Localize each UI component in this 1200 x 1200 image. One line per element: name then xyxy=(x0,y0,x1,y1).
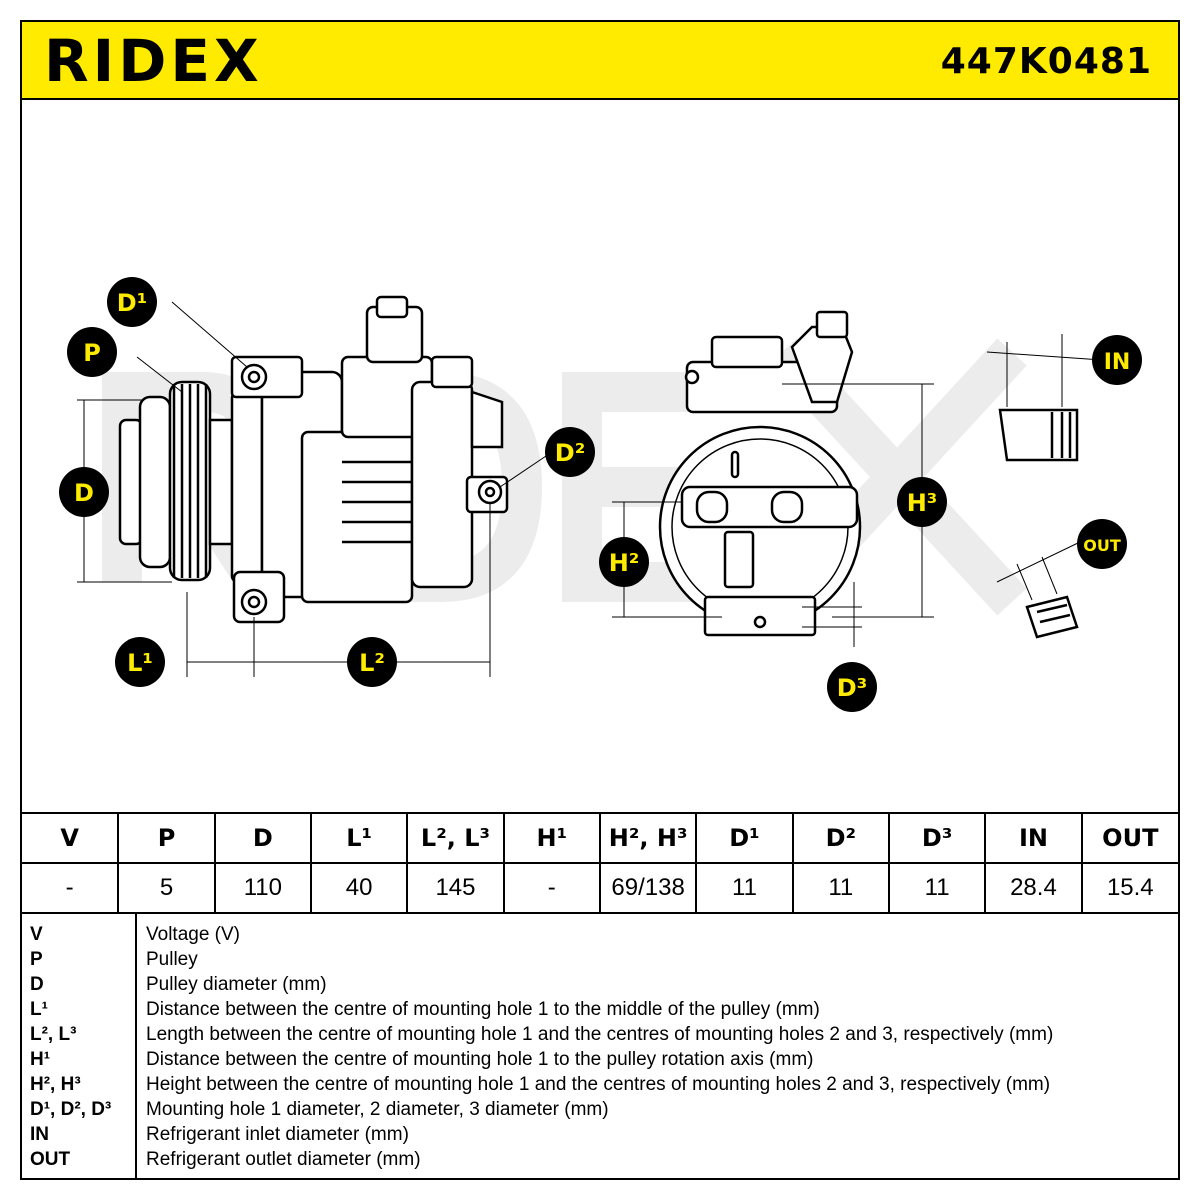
callout-D1: D¹ xyxy=(107,277,157,327)
legend-desc: Voltage (V) xyxy=(146,924,240,945)
legend-key: H¹ xyxy=(30,1049,51,1070)
svg-text:D²: D² xyxy=(555,439,585,467)
spec-header: D² xyxy=(791,812,890,864)
spec-value: 11 xyxy=(695,862,794,914)
datasheet-frame: RIDEX 447K0481 xyxy=(20,20,1180,1180)
callout-P: P xyxy=(67,327,117,377)
callout-H2: H² xyxy=(599,537,649,587)
spec-value: 110 xyxy=(213,862,312,914)
part-number: 447K0481 xyxy=(940,41,1152,82)
spec-header: P xyxy=(117,812,216,864)
legend-desc: Pulley diameter (mm) xyxy=(146,974,327,995)
legend-key: L¹ xyxy=(30,999,48,1020)
spec-value: 69/138 xyxy=(598,862,698,914)
legend-key: IN xyxy=(30,1124,49,1145)
svg-text:L¹: L¹ xyxy=(127,649,153,677)
svg-text:OUT: OUT xyxy=(1083,536,1121,555)
spec-header: IN xyxy=(984,812,1083,864)
legend-desc: Mounting hole 1 diameter, 2 diameter, 3 … xyxy=(146,1099,609,1120)
header-bar: RIDEX 447K0481 xyxy=(22,22,1178,100)
legend-row: L², L³ Length between the centre of moun… xyxy=(22,1022,1178,1047)
inlet-fitting xyxy=(998,408,1079,462)
legend-row: P Pulley xyxy=(22,947,1178,972)
svg-text:D¹: D¹ xyxy=(117,289,147,317)
legend-row: OUT Refrigerant outlet diameter (mm) xyxy=(22,1147,1178,1172)
legend-divider xyxy=(135,914,137,1178)
svg-text:H³: H³ xyxy=(907,489,938,517)
specs-table: V P D L¹ L², L³ H¹ H², H³ D¹ D² D³ IN OU… xyxy=(22,812,1178,914)
legend-desc: Refrigerant inlet diameter (mm) xyxy=(146,1124,409,1145)
svg-text:L²: L² xyxy=(359,649,385,677)
spec-value: 15.4 xyxy=(1080,862,1178,914)
legend-key: L², L³ xyxy=(30,1024,77,1045)
spec-value: - xyxy=(502,862,601,914)
legend-desc: Distance between the centre of mounting … xyxy=(146,999,820,1020)
spec-header: D¹ xyxy=(695,812,794,864)
legend-row: L¹ Distance between the centre of mounti… xyxy=(22,997,1178,1022)
legend-row: D Pulley diameter (mm) xyxy=(22,972,1178,997)
compressor-front-view xyxy=(658,310,862,637)
svg-text:D: D xyxy=(74,479,94,507)
callout-D: D xyxy=(59,467,109,517)
spec-header: V xyxy=(22,812,120,864)
spec-header: D³ xyxy=(887,812,987,864)
legend-key: V xyxy=(30,924,43,945)
legend-desc: Refrigerant outlet diameter (mm) xyxy=(146,1149,421,1170)
outlet-fitting xyxy=(1025,595,1079,639)
legend-row: H¹ Distance between the centre of mounti… xyxy=(22,1047,1178,1072)
spec-value: - xyxy=(22,862,120,914)
spec-value: 40 xyxy=(309,862,409,914)
callout-IN: IN xyxy=(1092,335,1142,385)
spec-header: D xyxy=(213,812,312,864)
specs-value-row: - 5 110 40 145 - 69/138 11 11 11 28.4 15… xyxy=(22,862,1178,914)
fitting-dimensions xyxy=(986,334,1103,601)
brand-logo: RIDEX xyxy=(44,27,263,95)
legend-key: D xyxy=(30,974,44,995)
spec-header: L¹ xyxy=(309,812,409,864)
spec-header: L², L³ xyxy=(406,812,505,864)
callout-L1: L¹ xyxy=(115,637,165,687)
svg-text:P: P xyxy=(83,339,101,367)
spec-value: 28.4 xyxy=(984,862,1083,914)
spec-value: 11 xyxy=(887,862,987,914)
spec-header: H², H³ xyxy=(598,812,698,864)
legend-key: H², H³ xyxy=(30,1074,81,1095)
spec-value: 11 xyxy=(791,862,890,914)
legend-row: H², H³ Height between the centre of moun… xyxy=(22,1072,1178,1097)
svg-text:IN: IN xyxy=(1104,350,1131,375)
spec-header: H¹ xyxy=(502,812,601,864)
legend-row: IN Refrigerant inlet diameter (mm) xyxy=(22,1122,1178,1147)
legend-desc: Height between the centre of mounting ho… xyxy=(146,1074,1051,1095)
specs-header-row: V P D L¹ L², L³ H¹ H², H³ D¹ D² D³ IN OU… xyxy=(22,812,1178,864)
compressor-side-view xyxy=(118,295,509,624)
svg-text:D³: D³ xyxy=(837,674,867,702)
callout-D3: D³ xyxy=(827,662,877,712)
callout-OUT: OUT xyxy=(1077,519,1127,569)
spec-value: 5 xyxy=(117,862,216,914)
callout-L2: L² xyxy=(347,637,397,687)
legend-desc: Pulley xyxy=(146,949,198,970)
callout-H3: H³ xyxy=(897,477,947,527)
spec-value: 145 xyxy=(406,862,505,914)
legend-row: V Voltage (V) xyxy=(22,922,1178,947)
legend-desc: Distance between the centre of mounting … xyxy=(146,1049,814,1070)
technical-drawing: D¹ P D D² L¹ L² xyxy=(22,102,1178,812)
legend-key: P xyxy=(30,949,43,970)
legend-desc: Length between the centre of mounting ho… xyxy=(146,1024,1054,1045)
drawing-canvas: D¹ P D D² L¹ L² xyxy=(59,277,1142,712)
callout-D2: D² xyxy=(545,427,595,477)
legend-key: OUT xyxy=(30,1149,71,1170)
legend-key: D¹, D², D³ xyxy=(30,1099,112,1120)
spec-header: OUT xyxy=(1080,812,1178,864)
legend: V Voltage (V) P Pulley D Pulley diameter… xyxy=(22,914,1178,1180)
legend-row: D¹, D², D³ Mounting hole 1 diameter, 2 d… xyxy=(22,1097,1178,1122)
svg-text:H²: H² xyxy=(609,549,640,577)
